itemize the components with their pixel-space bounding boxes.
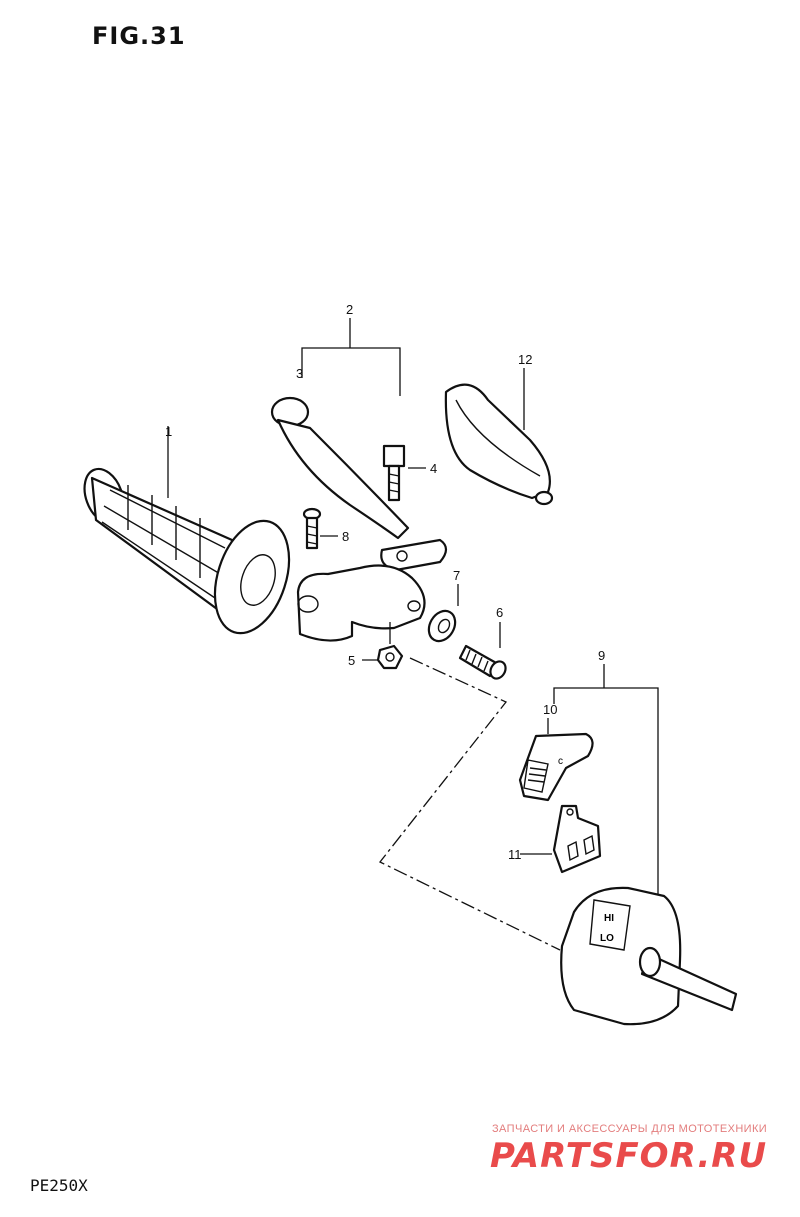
part-8-screw — [302, 507, 322, 550]
callout-9: 9 — [598, 648, 605, 663]
callout-7: 7 — [453, 568, 460, 583]
callout-12: 12 — [518, 352, 532, 367]
callout-3: 3 — [296, 366, 303, 381]
callout-2: 2 — [346, 302, 353, 317]
watermark-caption: ЗАПЧАСТИ И АКСЕССУАРЫ ДЛЯ МОТОТЕХНИКИ — [492, 1123, 768, 1135]
figure-title: FIG.31 — [92, 22, 186, 50]
callout-6: 6 — [496, 605, 503, 620]
part-3-lever — [270, 396, 448, 572]
model-label: PE250X — [30, 1176, 88, 1195]
callout-11: 11 — [508, 847, 522, 862]
callout-4: 4 — [430, 461, 437, 476]
switch-hi-label: HI — [604, 913, 614, 924]
callout-5: 5 — [348, 653, 355, 668]
part-5-nut — [376, 644, 404, 670]
callout-8: 8 — [342, 529, 349, 544]
switch-lo-label: LO — [600, 933, 614, 944]
callout-10: 10 — [543, 702, 557, 717]
part-7-washer — [427, 609, 457, 643]
part-11-contact-plate — [552, 804, 602, 874]
switch-c-label: c — [558, 756, 563, 767]
watermark-logo: PARTSFOR.RU — [490, 1136, 768, 1176]
part-10-switch-knob: c — [518, 732, 594, 802]
callout-1: 1 — [165, 424, 172, 439]
part-6-adjuster — [458, 644, 507, 680]
part-12-cover — [444, 383, 554, 506]
assembly-line — [378, 657, 561, 951]
part-4-bolt — [382, 444, 406, 502]
lever-bracket — [296, 564, 426, 642]
part-1-grip — [83, 467, 291, 635]
part-9-switch-housing: HI LO — [560, 886, 738, 1026]
